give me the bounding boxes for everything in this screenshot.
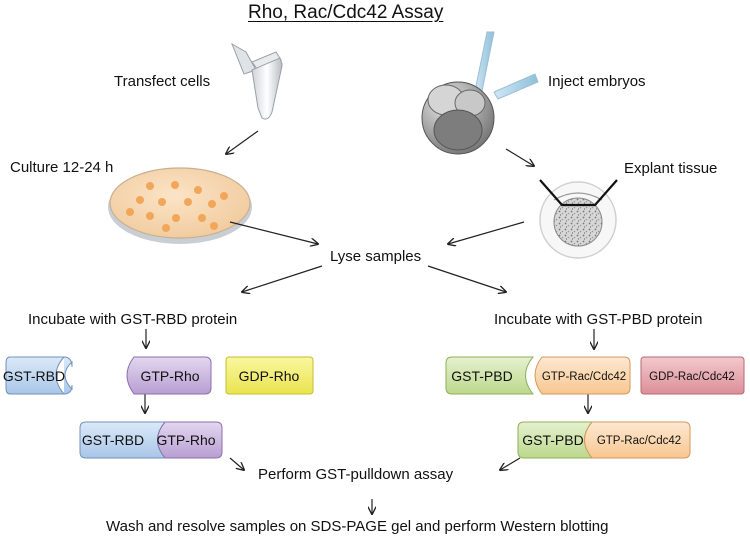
arrow-lyse-to-rbd bbox=[242, 265, 323, 292]
arrow-pbd-complex-to-pulldown bbox=[500, 457, 521, 470]
arrow-lyse-to-pbd bbox=[427, 265, 506, 292]
gdp-rho-protein: GDP-Rho bbox=[225, 356, 314, 395]
culture-dish-icon bbox=[108, 167, 252, 244]
gdp-rac-protein: GDP-Rac/Cdc42 bbox=[640, 356, 745, 395]
step-culture: Culture 12-24 h bbox=[10, 159, 114, 176]
complex-gst-rbd-label: GST-RBD bbox=[82, 432, 144, 448]
gtp-rho-protein: GTP-Rho bbox=[126, 356, 212, 395]
arrow-rbd-complex-to-pulldown bbox=[229, 457, 244, 470]
gtp-rac-label: GTP-Rac/Cdc42 bbox=[542, 371, 626, 383]
flow-arrows bbox=[145, 130, 594, 514]
arrow-culture-to-lyse bbox=[229, 221, 318, 244]
step-transfect-cells: Transfect cells bbox=[114, 73, 211, 90]
step-lyse-samples: Lyse samples bbox=[330, 248, 422, 265]
arrow-tube-to-culture bbox=[226, 130, 259, 154]
step-explant-tissue: Explant tissue bbox=[624, 160, 718, 177]
explant-tissue-icon bbox=[539, 179, 618, 259]
gst-pbd-label: GST-PBD bbox=[451, 368, 512, 384]
gdp-rac-label: GDP-Rac/Cdc42 bbox=[649, 371, 735, 383]
step-incubate-rbd: Incubate with GST-RBD protein bbox=[28, 311, 238, 328]
eppendorf-tube-icon bbox=[231, 42, 283, 120]
complex-gtp-rac-label: GTP-Rac/Cdc42 bbox=[597, 435, 681, 447]
arrow-embryo-to-explant bbox=[505, 148, 534, 166]
gst-rbd-protein: GST-RBD bbox=[3, 356, 73, 395]
gst-rbd-label: GST-RBD bbox=[3, 368, 65, 384]
embryo-injection-icon bbox=[421, 31, 539, 155]
complex-gtp-rho-label: GTP-Rho bbox=[156, 432, 215, 448]
gtp-rho-label: GTP-Rho bbox=[140, 368, 199, 384]
arrow-explant-to-lyse bbox=[448, 221, 525, 244]
gst-pbd-gtp-rac-complex: GST-PBD GTP-Rac/Cdc42 bbox=[517, 421, 691, 459]
step-inject-embryos: Inject embryos bbox=[548, 73, 646, 90]
step-gst-pulldown: Perform GST-pulldown assay bbox=[258, 466, 454, 483]
gst-rbd-gtp-rho-complex: GST-RBD GTP-Rho bbox=[79, 421, 223, 459]
page-title: Rho, Rac/Cdc42 Assay bbox=[248, 2, 444, 23]
step-incubate-pbd: Incubate with GST-PBD protein bbox=[494, 311, 703, 328]
complex-gst-pbd-label: GST-PBD bbox=[522, 432, 583, 448]
step-final-western: Wash and resolve samples on SDS-PAGE gel… bbox=[106, 518, 609, 535]
gtp-rac-protein: GTP-Rac/Cdc42 bbox=[534, 356, 631, 395]
gst-pbd-protein: GST-PBD bbox=[445, 356, 535, 395]
gdp-rho-label: GDP-Rho bbox=[239, 368, 300, 384]
